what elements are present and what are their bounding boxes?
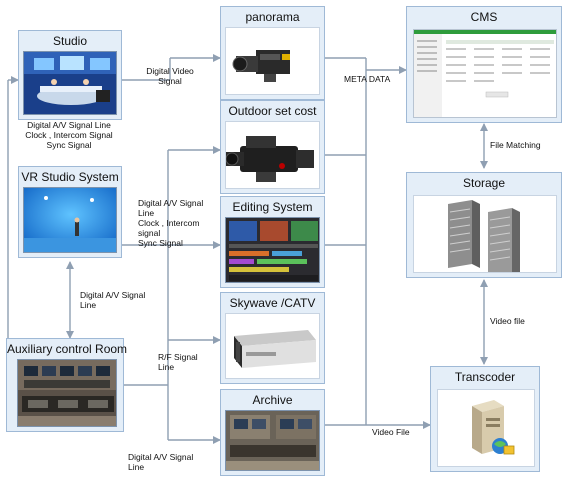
node-storage[interactable]: Storage bbox=[406, 172, 562, 278]
node-aux-control-title: Auxiliary control Room bbox=[7, 341, 123, 357]
node-editing-title: Editing System bbox=[221, 199, 324, 215]
node-panorama-title: panorama bbox=[221, 9, 324, 25]
node-skywave[interactable]: Skywave /CATV bbox=[220, 292, 325, 384]
node-cms-title: CMS bbox=[407, 9, 561, 25]
node-skywave-title: Skywave /CATV bbox=[221, 295, 324, 311]
digital-video-label: Digital Video Signal bbox=[120, 66, 220, 86]
cms-screenshot bbox=[413, 29, 557, 118]
meta-data-label: META DATA bbox=[344, 74, 390, 84]
video-file-archive-label: Video File bbox=[372, 427, 410, 437]
video-file-storage-label: Video file bbox=[490, 316, 525, 326]
node-cms[interactable]: CMS bbox=[406, 6, 562, 123]
av-signal-block-label: Digital A/V Signal Line Clock , Intercom… bbox=[138, 198, 203, 248]
archive-av-label: Digital A/V Signal Line bbox=[128, 452, 193, 472]
node-studio[interactable]: Studio bbox=[18, 30, 122, 120]
node-archive-title: Archive bbox=[221, 392, 324, 408]
node-aux-control[interactable]: Auxiliary control Room bbox=[6, 338, 124, 432]
node-outdoor[interactable]: Outdoor set cost bbox=[220, 100, 325, 194]
vr-aux-link-label: Digital A/V Signal Line bbox=[80, 290, 145, 310]
node-outdoor-title: Outdoor set cost bbox=[221, 103, 324, 119]
vr-studio-photo bbox=[23, 187, 117, 253]
outdoor-camera-photo bbox=[225, 121, 320, 189]
editing-screen-photo bbox=[225, 217, 320, 283]
node-editing[interactable]: Editing System bbox=[220, 196, 325, 288]
skywave-device-photo bbox=[225, 313, 320, 379]
file-matching-label: File Matching bbox=[490, 140, 541, 150]
aux-control-photo bbox=[17, 359, 117, 427]
node-vr-studio-title: VR Studio System bbox=[19, 169, 121, 185]
node-archive[interactable]: Archive bbox=[220, 389, 325, 476]
transcoder-server-icon bbox=[437, 389, 535, 467]
node-studio-title: Studio bbox=[19, 33, 121, 49]
archive-room-photo bbox=[225, 410, 320, 471]
panorama-camera-photo bbox=[225, 27, 320, 95]
studio-photo bbox=[23, 51, 117, 115]
node-panorama[interactable]: panorama bbox=[220, 6, 325, 100]
node-vr-studio[interactable]: VR Studio System bbox=[18, 166, 122, 258]
storage-rack-image bbox=[413, 195, 557, 273]
studio-signal-label: Digital A/V Signal Line Clock , Intercom… bbox=[4, 120, 134, 150]
node-transcoder-title: Transcoder bbox=[431, 369, 539, 385]
node-transcoder[interactable]: Transcoder bbox=[430, 366, 540, 472]
node-storage-title: Storage bbox=[407, 175, 561, 191]
rf-signal-label: R/F Signal Line bbox=[158, 352, 198, 372]
